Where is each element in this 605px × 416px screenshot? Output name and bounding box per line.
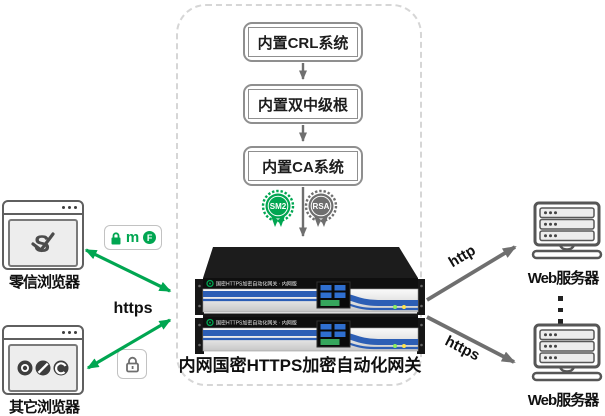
zotrus-logo-icon: S (31, 231, 55, 257)
web-server-1-icon (531, 201, 603, 260)
right-https-label: https (442, 332, 483, 365)
flow-box-ca-label: 内置CA系统 (248, 151, 358, 181)
svg-text:S: S (34, 231, 50, 257)
other-browser-window (2, 325, 84, 395)
titlebar-dot (61, 205, 65, 210)
other-browser-content (8, 344, 78, 392)
zotrus-browser-titlebar (4, 202, 82, 215)
appliance-top-face (203, 247, 418, 278)
secure-indicator-pill: m F (104, 225, 162, 250)
rsa-seal-icon: RSA (304, 189, 338, 227)
flow-box-crl: 内置CRL系统 (243, 22, 363, 62)
titlebar-dot (67, 330, 71, 335)
gateway-caption: 内网国密HTTPS加密自动化网关 (178, 356, 422, 375)
titlebar-dot (73, 205, 77, 210)
indicator-f-badge: F (143, 231, 157, 244)
gray-lock-icon (125, 356, 139, 373)
titlebar-dot (67, 205, 71, 210)
web-server-2-label: Web服务器 (527, 392, 599, 409)
gateway-dashed-container (176, 4, 422, 386)
flow-box-dual-intermediate-root-label: 内置双中级根 (248, 89, 358, 119)
servers-ellipsis (558, 296, 563, 324)
gateway-appliance-image: 国密HTTPS加密自动化网关 · 内网版 (193, 247, 425, 355)
zotrus-browser-window: S (2, 200, 84, 270)
appliance-unit-2 (195, 317, 425, 354)
titlebar-dot (61, 330, 65, 335)
other-browser-titlebar (4, 327, 82, 340)
plain-lock-pill (117, 349, 147, 379)
browser-logos-icon (17, 360, 69, 376)
zotrus-browser-label: 零信浏览器 (8, 274, 80, 291)
appliance-unit-1 (195, 278, 425, 315)
rsa-seal-label: RSA (313, 202, 330, 211)
indicator-m-label: m (125, 229, 140, 246)
titlebar-dot (73, 330, 77, 335)
https-arrow-zotrus-gateway (84, 248, 172, 293)
web-server-2-icon (531, 323, 603, 382)
green-lock-icon (111, 231, 121, 244)
zotrus-browser-content: S (8, 219, 78, 267)
flow-box-crl-label: 内置CRL系统 (248, 27, 358, 57)
flow-box-ca: 内置CA系统 (243, 146, 363, 186)
left-https-label: https (113, 300, 153, 317)
web-server-1-label: Web服务器 (527, 270, 599, 287)
sm2-seal-icon: SM2 (261, 189, 295, 227)
right-http-label: http (445, 241, 479, 272)
flow-box-dual-intermediate-root: 内置双中级根 (243, 84, 363, 124)
sm2-seal-label: SM2 (270, 202, 287, 211)
appliance-unit-2-top (203, 313, 418, 317)
other-browser-label: 其它浏览器 (8, 399, 80, 416)
